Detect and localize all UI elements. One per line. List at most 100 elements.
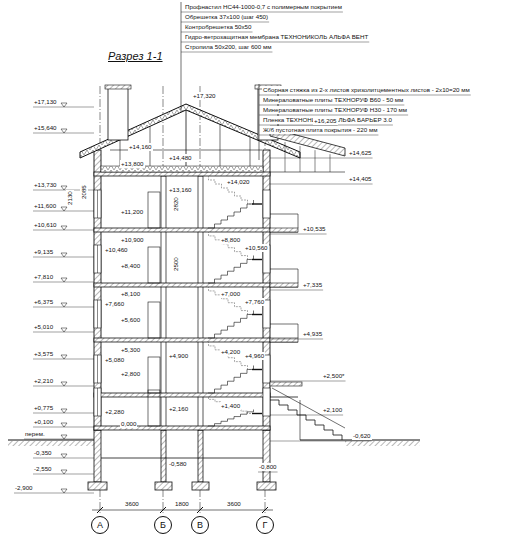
window-opening [263, 388, 270, 416]
pergola-post [285, 142, 286, 172]
floor-slab [94, 338, 270, 342]
pergola-post [300, 146, 301, 172]
elevation-leader [270, 415, 343, 416]
elevation-mark: -2,900 [14, 484, 34, 492]
elevation-triangle [61, 423, 67, 427]
earth-hatch [8, 441, 94, 446]
stair-landing [252, 413, 262, 414]
elevation-mark: +15,640 [33, 124, 58, 132]
roof-post [220, 124, 221, 166]
stair-flight [209, 176, 255, 204]
elevation-mark: +14,405 [348, 175, 373, 183]
callout-note: Минераловатные плиты ТЕХНОРУФ Н30 - 170 … [262, 106, 408, 114]
elevation-leader [270, 234, 327, 235]
elevation-mark: -0,350 [33, 449, 53, 457]
elevation-mark: -0,620 [352, 432, 372, 440]
elevation-mark: +7,760 [244, 298, 265, 306]
stair-landing [252, 314, 262, 315]
elevation-mark: +14,625 [348, 149, 373, 157]
callout-note: Ж/б пустотная плита покрытия - 220 мм [262, 126, 378, 134]
elevation-leader [258, 472, 278, 473]
window-opening [94, 300, 101, 328]
elevation-mark: +2,100 [322, 406, 343, 414]
dimension-tick [97, 507, 103, 513]
elevation-triangle [61, 226, 67, 230]
elevation-mark: +10,560 [244, 244, 269, 252]
balcony-rail [270, 324, 298, 325]
entry-canopy [270, 382, 302, 386]
elevation-mark: +0,100 [33, 418, 54, 426]
foundation-footing [88, 482, 107, 490]
earth-hatch [345, 441, 420, 446]
elevation-triangle [61, 454, 67, 458]
window-opening [263, 190, 270, 218]
elevation-triangle [61, 207, 67, 211]
elevation-mark: +4,935 [302, 330, 323, 338]
stair-flight [208, 256, 254, 284]
elevation-mark: +2,800 [120, 370, 141, 378]
door [148, 247, 160, 283]
elevation-mark: +3,575 [33, 350, 54, 358]
elevation-triangle [61, 103, 67, 107]
elevation-mark: +5,010 [33, 323, 54, 331]
elevation-mark: +1,400 [220, 402, 241, 410]
callout-note: Обрешетка 37х100 (шаг 450) [184, 13, 269, 21]
stair-flight [208, 311, 254, 339]
callout-note: Минераловатные плиты ТЕХНОРУФ В60 - 50 м… [262, 96, 404, 104]
elevation-leader [270, 441, 372, 442]
axis-letter: Г [263, 520, 268, 530]
dimension-text: 3600 [226, 500, 242, 508]
elevation-mark: +9,135 [33, 248, 54, 256]
balcony-rail [270, 214, 298, 215]
spacer [270, 397, 298, 398]
elevation-mark: +2,210 [33, 377, 54, 385]
axis-bubble: А [91, 516, 109, 534]
elevation-mark: +7,000 [220, 290, 241, 298]
balcony-rail [298, 214, 299, 228]
elevation-mark: +7,335 [302, 281, 323, 289]
axis-letter: А [97, 520, 103, 530]
elevation-leader [270, 339, 323, 340]
axis-bubble: Г [256, 516, 274, 534]
stair-railing [272, 388, 345, 428]
stair-landing [252, 203, 262, 204]
outer-wall [263, 150, 270, 430]
balcony-rail [298, 324, 299, 338]
elevation-mark: +10,610 [33, 221, 58, 229]
elevation-mark: -0,580 [168, 460, 188, 468]
elevation-mark: -2,550 [33, 465, 53, 473]
elevation-triangle [61, 355, 67, 359]
outer-wall [94, 150, 101, 430]
window-frame [97, 245, 98, 273]
stair-landing [252, 369, 262, 370]
window-frame [97, 388, 98, 416]
elevation-mark: +8,100 [120, 290, 141, 298]
elevation-leader [14, 493, 94, 494]
inner-wall [198, 176, 203, 430]
elevation-leader [270, 381, 346, 382]
stair-flight [209, 397, 255, 414]
elevation-mark: +11,200 [120, 208, 144, 216]
ground-line [8, 440, 94, 441]
chimney-cap [105, 85, 131, 89]
elevation-mark: +13,730 [33, 181, 58, 189]
elevation-mark: +4,960 [244, 352, 265, 360]
balcony-slab [270, 338, 298, 342]
stair-landing [252, 259, 262, 260]
callout-note: Сборная стяжка из 2-х листов хризолитцем… [262, 86, 471, 94]
elevation-triangle [61, 303, 67, 307]
elevation-mark: +7,810 [33, 273, 54, 281]
axis-letter: В [197, 520, 203, 530]
elevation-mark: +13,160 [168, 186, 193, 194]
elevation-triangle [61, 129, 67, 133]
callout-leader [181, 2, 182, 112]
elevation-mark: +10,460 [104, 246, 129, 254]
pergola-post [315, 150, 316, 172]
elevation-mark: +5,080 [104, 356, 125, 364]
callout-underline [181, 52, 272, 53]
balcony-rail [298, 269, 299, 283]
door [148, 390, 160, 426]
stair-flight [208, 366, 254, 394]
